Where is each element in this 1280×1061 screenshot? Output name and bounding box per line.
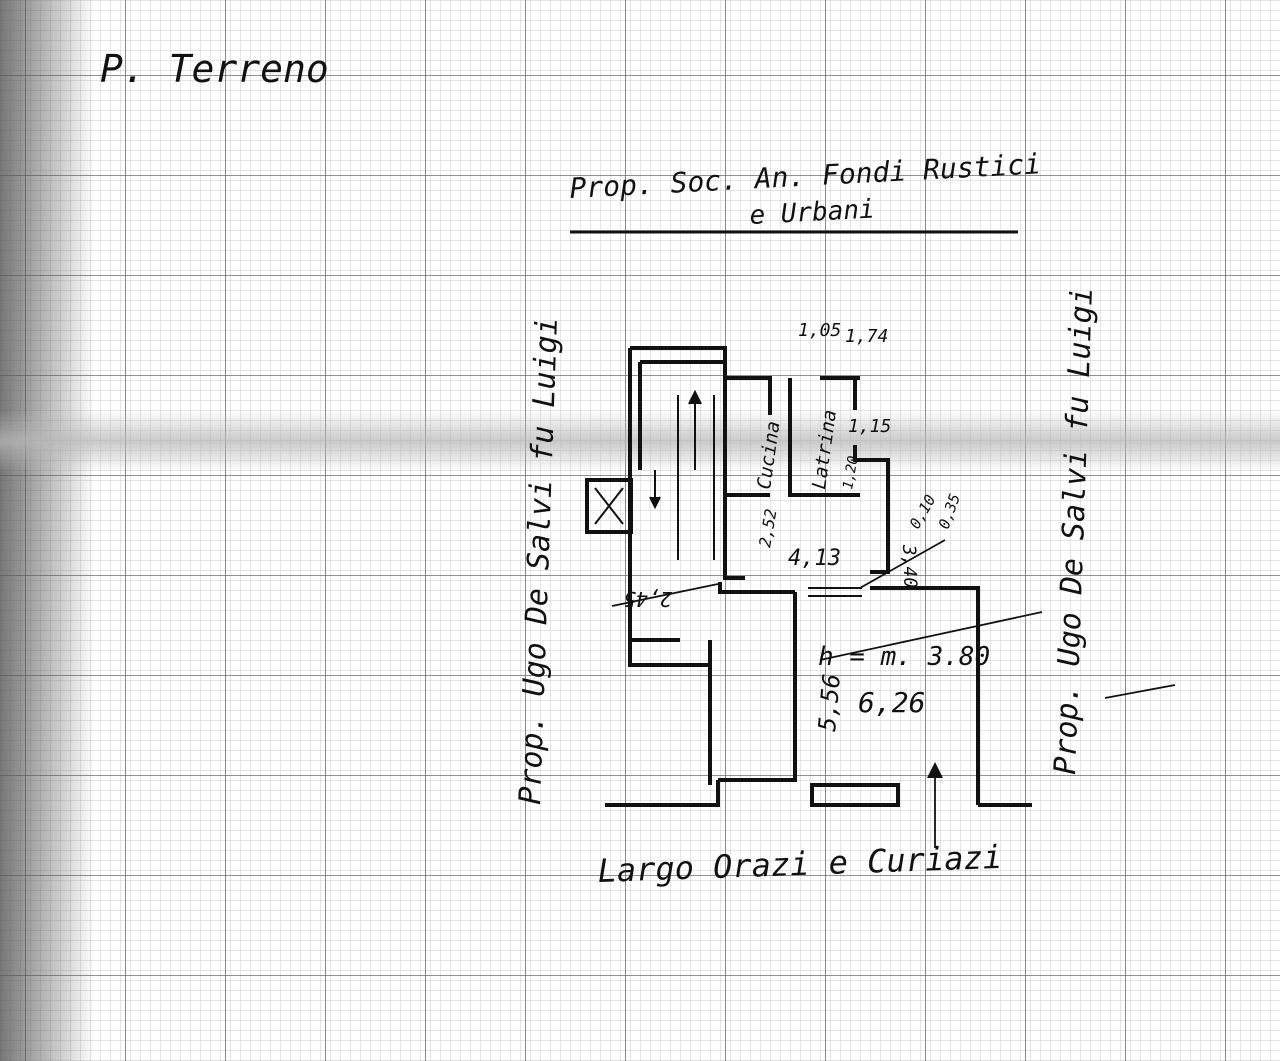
scan-shadow-left bbox=[0, 0, 95, 1061]
floor-label: P. Terreno bbox=[100, 47, 329, 91]
entrance-arrow-icon bbox=[927, 762, 943, 778]
dim-top-b: 1,74 bbox=[845, 326, 888, 347]
dim-latrina-height: 1,20 bbox=[840, 455, 862, 491]
dim-shop-width: 6,26 bbox=[858, 686, 925, 719]
north-neighbor-line2: e Urbani bbox=[749, 194, 876, 231]
building-walls bbox=[585, 346, 1032, 807]
dim-top-a: 1,05 bbox=[798, 320, 841, 341]
dim-shop-depth: 5,56 bbox=[813, 673, 846, 733]
shop-height-label: h = m. 3.80 bbox=[818, 642, 990, 672]
stair-arrow bbox=[649, 389, 702, 510]
dim-right-height: 3,40 bbox=[898, 543, 921, 588]
dimension-leaders bbox=[611, 539, 1176, 848]
dim-stair: 2,45 bbox=[624, 587, 672, 611]
dim-room-width: 4,13 bbox=[788, 546, 841, 571]
dim-latrina-width: 1,15 bbox=[848, 416, 891, 437]
